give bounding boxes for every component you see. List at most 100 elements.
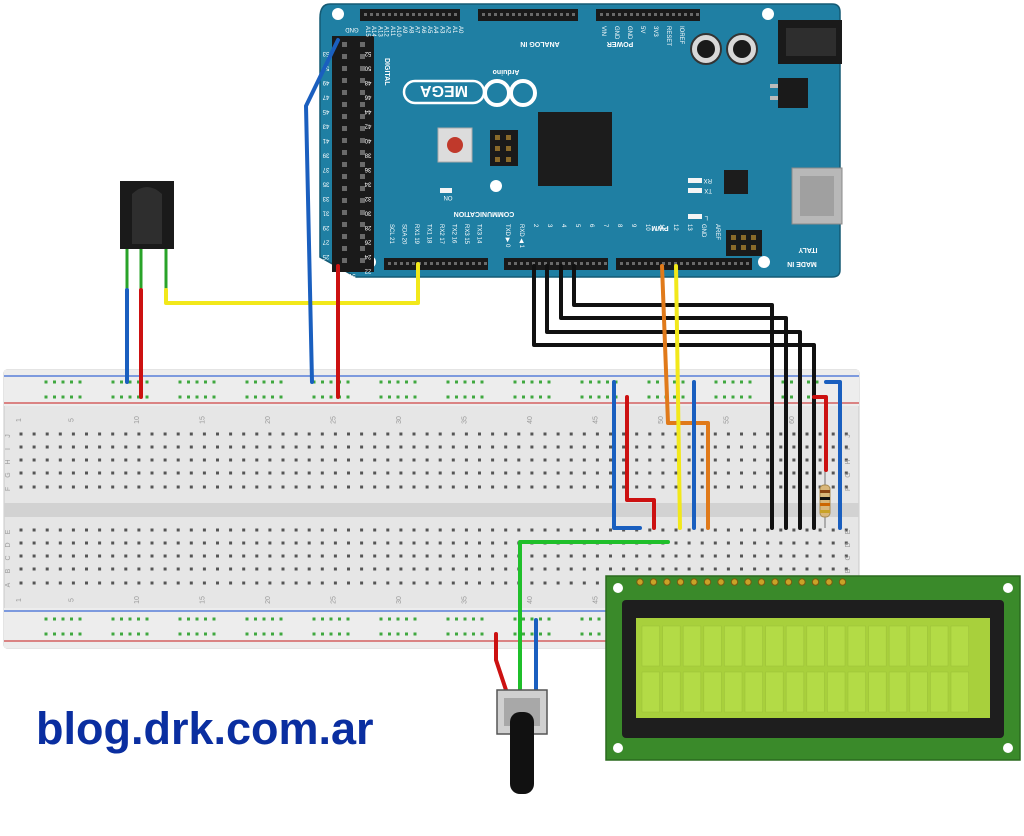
breadboard-hole — [216, 471, 219, 475]
breadboard-hole — [451, 554, 455, 558]
breadboard-hole — [451, 541, 455, 545]
breadboard-hole — [530, 554, 534, 558]
pin-label: 4 — [560, 224, 566, 228]
pin-label: RX1 19 — [413, 224, 419, 245]
rail-hole — [120, 632, 123, 636]
rail-hole — [245, 395, 249, 399]
header-pin — [360, 102, 365, 107]
lcd-mount-hole — [613, 583, 623, 593]
pin-label: A15 — [364, 26, 370, 37]
rail-hole — [547, 395, 551, 399]
breadboard-hole — [347, 554, 350, 558]
rail-hole — [178, 395, 182, 399]
ir-receiver — [120, 181, 174, 290]
mount-hole — [332, 8, 344, 20]
breadboard-hole — [150, 445, 154, 449]
header-pin — [342, 186, 347, 191]
breadboard-hole — [831, 432, 835, 436]
breadboard-hole — [412, 471, 416, 475]
breadboard-hole — [582, 581, 586, 585]
header-pin — [478, 262, 481, 265]
breadboard-hole — [163, 541, 167, 545]
breadboard-hole — [320, 485, 324, 489]
breadboard-hole — [58, 567, 62, 571]
breadboard-hole — [530, 471, 534, 475]
breadboard-hole — [58, 432, 62, 436]
breadboard-hole — [805, 432, 809, 436]
header-pin — [586, 262, 589, 265]
potentiometer-knob — [510, 712, 534, 794]
breadboard-hole — [530, 581, 534, 585]
pin-label: AREF — [714, 224, 720, 240]
breadboard-hole — [307, 581, 311, 585]
pin-label: 35 — [322, 181, 329, 187]
breadboard-hole — [124, 528, 128, 532]
breadboard-hole — [687, 432, 691, 436]
lcd-mount-hole — [613, 743, 623, 753]
header-pin — [376, 13, 379, 16]
pin-label: IOREF — [678, 26, 684, 45]
lcd-pin — [798, 578, 806, 586]
rail-hole — [178, 380, 182, 384]
rail-hole — [530, 617, 534, 621]
breadboard-hole — [399, 541, 403, 545]
pin-label: A12 — [383, 26, 389, 37]
breadboard-hole — [32, 554, 36, 558]
header-pin — [686, 262, 689, 265]
breadboard-hole — [464, 581, 468, 585]
breadboard-hole — [464, 541, 468, 545]
header-pin — [606, 13, 609, 16]
breadboard-hole — [242, 471, 246, 475]
breadboard-hole — [779, 554, 783, 558]
breadboard-hole — [844, 445, 848, 449]
breadboard-hole — [831, 458, 835, 462]
header-pin — [436, 13, 439, 16]
rail-hole — [61, 380, 65, 384]
breadboard-hole — [464, 471, 468, 475]
breadboard-hole — [726, 432, 730, 436]
rail-hole — [254, 395, 257, 399]
breadboard-hole — [85, 581, 88, 585]
header-pin — [436, 262, 439, 265]
breadboard-hole — [32, 445, 36, 449]
breadboard-hole — [229, 485, 233, 489]
on-label: ON — [444, 194, 453, 200]
pin-label: RX3 15 — [463, 224, 469, 245]
breadboard-hole — [543, 471, 547, 475]
pin-label: GND — [626, 26, 632, 40]
rail-hole — [321, 632, 324, 636]
header-pin — [360, 162, 365, 167]
breadboard-hole — [425, 458, 429, 462]
breadboard-hole — [360, 485, 364, 489]
rail-hole — [78, 632, 82, 636]
rail-hole — [740, 380, 743, 384]
breadboard-hole — [124, 458, 128, 462]
header-pin — [454, 262, 457, 265]
breadboard-column-number: 5 — [68, 598, 75, 602]
breadboard-hole — [189, 554, 193, 558]
breadboard-hole — [216, 458, 219, 462]
breadboard-hole — [150, 471, 154, 475]
rail-hole — [145, 380, 149, 384]
header-pin — [342, 114, 347, 119]
breadboard-hole — [700, 485, 704, 489]
lcd-cell — [682, 625, 702, 667]
pwm-label: PWM — [651, 224, 668, 231]
header-pin — [342, 66, 347, 71]
breadboard-hole — [635, 432, 639, 436]
header-pin — [550, 262, 553, 265]
breadboard-hole — [189, 485, 193, 489]
breadboard-hole — [792, 567, 796, 571]
breadboard-hole — [464, 485, 468, 489]
breadboard-hole — [137, 471, 141, 475]
breadboard-hole — [687, 485, 691, 489]
breadboard-hole — [294, 432, 298, 436]
breadboard-hole — [98, 458, 102, 462]
pin-label: GND — [613, 26, 619, 40]
rail-hole — [731, 395, 735, 399]
breadboard-hole — [176, 567, 180, 571]
breadboard-hole — [189, 458, 193, 462]
breadboard-hole — [726, 485, 730, 489]
breadboard-row-letter: B — [845, 568, 852, 573]
lcd-cell — [703, 671, 722, 713]
